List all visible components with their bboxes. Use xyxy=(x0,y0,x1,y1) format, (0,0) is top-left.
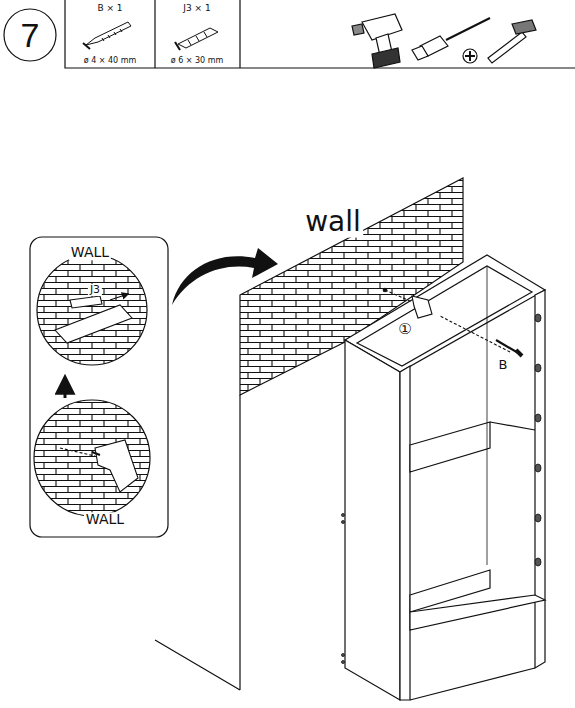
cabinet xyxy=(345,255,545,700)
hammer-icon xyxy=(488,20,536,63)
step-number-circle: 7 xyxy=(4,9,56,61)
part-count: J3 × 1 xyxy=(183,4,210,14)
part-count: B × 1 xyxy=(97,4,122,14)
detail-inset xyxy=(30,237,168,537)
step-number: 7 xyxy=(21,16,40,55)
wall-label: wall xyxy=(303,207,363,238)
wall-bracket-and-screw xyxy=(383,288,522,356)
screw-icon xyxy=(83,22,131,49)
screwdriver-icon xyxy=(412,18,490,63)
parts-header xyxy=(4,0,575,68)
shelf-pin-holes xyxy=(342,314,542,664)
wall-plug-icon xyxy=(175,28,218,50)
callout-number: ① xyxy=(396,321,413,338)
wall-label: WALL xyxy=(84,512,126,527)
part-label: B xyxy=(497,358,510,372)
drill-icon xyxy=(352,14,402,68)
part-dimension: ø 4 × 40 mm xyxy=(84,57,137,66)
part-label: J3 xyxy=(88,284,102,296)
wall-label: WALL xyxy=(69,245,111,260)
part-dimension: ø 6 × 30 mm xyxy=(171,57,224,66)
